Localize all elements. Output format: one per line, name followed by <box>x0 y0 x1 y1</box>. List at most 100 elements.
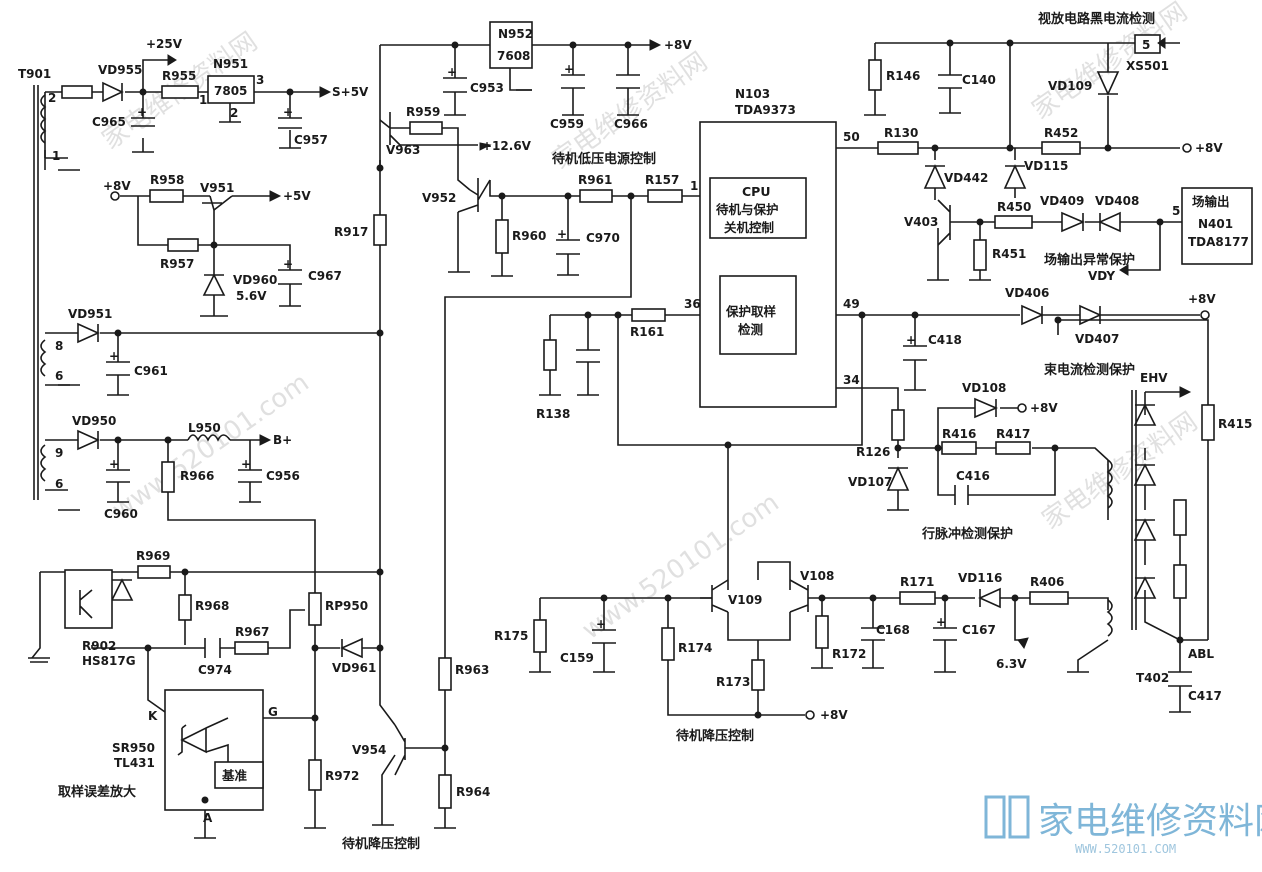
label-capacitors-c960: C960 <box>104 507 138 521</box>
capacitor-c956 <box>238 469 262 483</box>
arrows <box>167 37 1192 650</box>
capacitor-c418 <box>903 345 927 361</box>
capacitor-c957 <box>278 117 302 129</box>
watermark-layer: 家电维修资料网 www.520101.com 家电维修资料网 www.52010… <box>97 0 1203 646</box>
label-resistors-r955: R955 <box>162 69 196 83</box>
diode-vd961 <box>340 637 363 659</box>
label-diodes-vd109: VD109 <box>1048 79 1092 93</box>
capacitor-c416 <box>954 485 982 505</box>
label-ic-n951: N951 <box>213 57 248 71</box>
capacitor-c961 <box>106 361 130 376</box>
diode-vd107 <box>886 466 910 491</box>
resistor-r963 <box>438 657 452 691</box>
opto-phototransistor <box>79 589 93 619</box>
label-capacitors-c956: C956 <box>266 469 300 483</box>
resistor-r964 <box>438 774 452 809</box>
resistor-r966 <box>161 461 175 493</box>
resistor-r958 <box>149 189 184 203</box>
transistor-v954 <box>394 724 415 776</box>
label-resistors-r451: R451 <box>992 247 1026 261</box>
label-rails-v56: 5.6V <box>236 289 267 303</box>
diode-ehv-2 <box>1133 463 1157 486</box>
label-resistors-r416: R416 <box>942 427 976 441</box>
label-resistors-r415: R415 <box>1218 417 1252 431</box>
capacitor-c960 <box>106 469 130 483</box>
label-ic-n103-part: TDA9373 <box>735 103 796 117</box>
label-captions-sample-err-amp: 取样误差放大 <box>58 784 136 800</box>
label-transistors-v403: V403 <box>904 215 938 229</box>
label-resistors-r450: R450 <box>997 200 1031 214</box>
label-ic-n952-part: 7608 <box>497 49 530 63</box>
label-rails-ehv: EHV <box>1140 371 1168 385</box>
label-pins-k: K <box>148 709 158 723</box>
watermark-text: www.520101.com <box>577 488 785 646</box>
label-ic-cpu-l3: 关机控制 <box>724 220 774 235</box>
diode-ehv-1 <box>1133 403 1157 426</box>
diode-vd409 <box>1061 211 1086 233</box>
svg-text:+: + <box>447 65 457 79</box>
resistor-r161 <box>631 308 666 322</box>
label-ic-n401-l1: 场输出 <box>1192 194 1230 209</box>
capacitors: +++ +++ +++ +++ <box>106 62 1192 687</box>
label-pins-t1: 1 <box>52 149 60 163</box>
label-resistors-r960: R960 <box>512 229 546 243</box>
capacitor-c965 <box>131 117 155 127</box>
label-t402: T402 <box>1136 671 1169 685</box>
label-diodes-vd108: VD108 <box>962 381 1006 395</box>
diode-vd442 <box>923 164 947 189</box>
resistor-r961 <box>579 189 613 203</box>
terminals <box>110 143 1210 720</box>
label-rails-xs501: XS501 <box>1126 59 1169 73</box>
label-pins-p8: 8 <box>55 339 63 353</box>
label-capacitors-c965: C965 <box>92 115 126 129</box>
transistors <box>202 112 962 776</box>
resistor-ehv-a <box>1173 499 1187 536</box>
svg-text:+: + <box>109 349 119 363</box>
label-diodes-vd116: VD116 <box>958 571 1002 585</box>
svg-text:+: + <box>596 617 606 631</box>
label-diodes-vd950: VD950 <box>72 414 116 428</box>
label-diodes-vd409: VD409 <box>1040 194 1084 208</box>
label-capacitors-c418: C418 <box>928 333 962 347</box>
label-diodes-vd407: VD407 <box>1075 332 1119 346</box>
label-rails-v8e: +8V <box>1030 401 1058 415</box>
label-transistors-v108: V108 <box>800 569 834 583</box>
label-resistors-r966: R966 <box>180 469 214 483</box>
capacitor-c974 <box>204 638 221 658</box>
label-rails-bplus: B+ <box>273 433 292 447</box>
label-ic-sr950: SR950 <box>112 741 155 755</box>
resistor-r406 <box>1029 591 1069 605</box>
ic-n951-body <box>207 75 255 104</box>
resistor-r957 <box>167 238 199 252</box>
resistor-ehv-b <box>1173 564 1187 599</box>
capacitor-c138b <box>576 349 600 363</box>
svg-text:+: + <box>564 62 574 76</box>
label-resistors-r968: R968 <box>195 599 229 613</box>
transformer-windings <box>40 94 1137 637</box>
diode-vd115 <box>1003 164 1027 189</box>
logo-text: 家电维修资料网 <box>1038 801 1262 842</box>
label-resistors-r959: R959 <box>406 105 440 119</box>
label-resistors-r171: R171 <box>900 575 934 589</box>
resistor-r960 <box>495 219 509 254</box>
ic-sr950-zener <box>177 717 229 762</box>
label-ic-cpu-l1: CPU <box>742 184 771 199</box>
svg-text:+: + <box>137 105 147 119</box>
label-pins-n401-5: 5 <box>1172 204 1180 218</box>
capacitor-c167 <box>933 627 957 641</box>
label-rails-v8a: +8V <box>664 38 692 52</box>
label-capacitors-c416: C416 <box>956 469 990 483</box>
diode-vd950 <box>77 429 100 451</box>
label-resistors-rp950: RP950 <box>325 599 368 613</box>
label-pins-a: A <box>203 811 213 825</box>
label-captions-beam-current-protect: 束电流检测保护 <box>1044 362 1135 378</box>
label-pins-n103-1: 1 <box>690 179 698 193</box>
resistor-r146 <box>868 59 882 91</box>
label-ic-ref: 基准 <box>221 768 248 783</box>
diode-ehv-4 <box>1133 576 1157 599</box>
label-diodes-vd442: VD442 <box>944 171 988 185</box>
label-rails-v5: +5V <box>283 189 311 203</box>
label-capacitors-c953: C953 <box>470 81 504 95</box>
resistor-r173 <box>751 659 765 691</box>
capacitor-c953 <box>443 77 467 93</box>
